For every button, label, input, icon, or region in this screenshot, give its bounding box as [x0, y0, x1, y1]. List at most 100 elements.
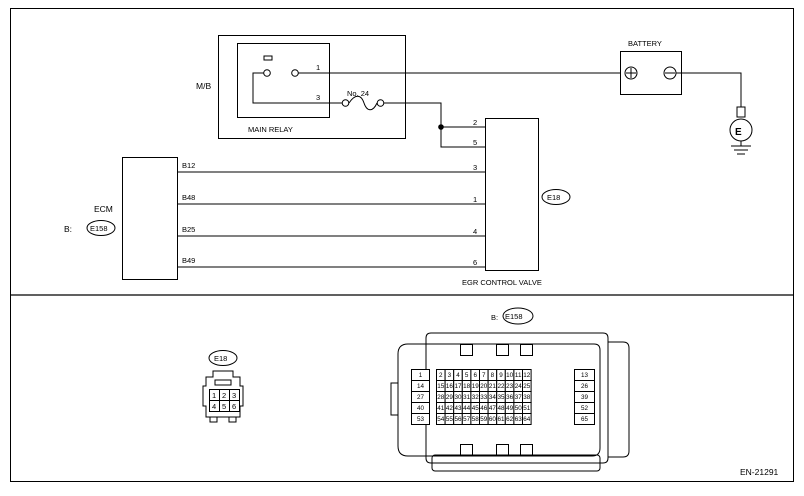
e158-pin-27: 27	[417, 394, 425, 401]
e158-pin-12: 12	[523, 372, 531, 379]
e158-pin-44: 44	[463, 405, 471, 412]
wire-splice-to-pin5	[440, 127, 485, 148]
e158-pin-53-cell	[411, 413, 430, 425]
e158-pin-52: 52	[581, 405, 589, 412]
e158-pin-65: 65	[581, 416, 589, 423]
e158-pin-62: 62	[506, 416, 514, 423]
valve-pin-5: 5	[473, 138, 477, 147]
valve-pin-2: 2	[473, 118, 477, 127]
e158-pin-47: 47	[489, 405, 497, 412]
e158-pin-50: 50	[515, 405, 523, 412]
relay-terminal-left	[263, 69, 271, 77]
e18-latch	[214, 379, 232, 386]
valve-pin-4: 4	[473, 227, 477, 236]
e158-pin-20: 20	[480, 383, 488, 390]
e158-pin-25: 25	[523, 383, 531, 390]
e158-pin-3: 3	[448, 372, 452, 379]
e158-pin-46: 46	[480, 405, 488, 412]
e158-shroud-side	[608, 341, 630, 458]
e158-pin-21: 21	[489, 383, 497, 390]
fuse-label: No. 24	[347, 89, 369, 98]
figure-code: EN-21291	[740, 467, 779, 477]
e18-pin-grid: 1 2 3 4 5 6	[209, 389, 240, 412]
ground-lug	[736, 106, 746, 118]
main-box	[218, 35, 406, 139]
egr-control-valve: 2 5 3 1 4 6 E18 EGR CONTROL VALVE	[462, 118, 571, 287]
e158-pin-61: 61	[497, 416, 505, 423]
e158-pin-64: 64	[523, 416, 531, 423]
e158-pin-42: 42	[446, 405, 454, 412]
e158-pin-58: 58	[472, 416, 480, 423]
e158-prefix: B:	[491, 313, 498, 322]
e18-pin-5: 5	[222, 402, 226, 411]
ground-symbol-text: E	[735, 127, 742, 138]
e158-pin-24: 24	[515, 383, 523, 390]
e158-pin-26: 26	[581, 383, 589, 390]
e158-pin-38: 38	[523, 394, 531, 401]
relay-pin-3: 3	[316, 93, 320, 102]
e158-badge-label: E158	[505, 312, 523, 321]
e158-pin-56: 56	[454, 416, 462, 423]
fuse-no24: No. 24	[329, 89, 385, 111]
e158-pin-10: 10	[506, 372, 514, 379]
valve-pin-6: 6	[473, 258, 477, 267]
e158-pin-28: 28	[437, 394, 445, 401]
e18-pin-1: 1	[212, 391, 216, 400]
e158-pin-32: 32	[472, 394, 480, 401]
egr-valve-box	[485, 118, 539, 271]
relay-terminal-right	[291, 69, 299, 77]
e158-pin-4: 4	[456, 372, 460, 379]
e158-key-1	[460, 344, 473, 356]
e18-badge-label: E18	[214, 354, 227, 363]
valve-conn-badge	[541, 189, 571, 205]
e158-pin-7: 7	[482, 372, 486, 379]
e158-pin-30: 30	[454, 394, 462, 401]
e18-cell-6	[229, 400, 240, 412]
e158-pin-49: 49	[506, 405, 514, 412]
e158-pin-6: 6	[473, 372, 477, 379]
relay-pin-1: 1	[316, 63, 320, 72]
e158-pin-48: 48	[497, 405, 505, 412]
e158-pin-39: 39	[581, 394, 589, 401]
e18-connector: E18 1 2 3 4 5 6	[202, 350, 244, 423]
ecm-conn-id: E158	[90, 224, 108, 233]
e158-pin-35: 35	[497, 394, 505, 401]
ground-e: E	[729, 106, 753, 155]
e158-pin-22: 22	[497, 383, 505, 390]
e158-pin-19: 19	[472, 383, 480, 390]
e158-bottom-lip	[431, 454, 601, 472]
e158-pin-14: 14	[417, 383, 425, 390]
e158-pin-41: 41	[437, 405, 445, 412]
ecm-box	[122, 157, 178, 280]
e158-pin-9: 9	[499, 372, 503, 379]
battery-plus-terminal	[624, 66, 638, 80]
e158-pin-53: 53	[417, 416, 425, 423]
e158-pin-15: 15	[437, 383, 445, 390]
e158-pin-40: 40	[417, 405, 425, 412]
fuse-terminal-left	[341, 99, 350, 107]
e158-pin-51: 51	[523, 405, 531, 412]
e18-pin-3: 3	[232, 391, 236, 400]
e158-key-6	[520, 444, 533, 456]
main-relay-box	[237, 43, 330, 118]
e158-key-4	[460, 444, 473, 456]
main-relay-label: MAIN RELAY	[248, 125, 293, 134]
e158-pin-5: 5	[465, 372, 469, 379]
e18-foot-right	[228, 416, 237, 423]
mb-label: M/B	[196, 81, 211, 91]
e158-housing	[397, 343, 601, 457]
e158-pin-65-cell	[574, 413, 595, 425]
e158-pin-55: 55	[446, 416, 454, 423]
e18-pin-6: 6	[232, 402, 236, 411]
e18-badge	[208, 350, 238, 366]
wire-fuse-to-splice	[384, 102, 442, 127]
battery-label: BATTERY	[628, 39, 662, 48]
e158-pin-13: 13	[581, 372, 589, 379]
e158-side-lock	[390, 382, 399, 416]
e18-pin-4: 4	[212, 402, 216, 411]
ecm-pin-b48: B48	[182, 193, 195, 202]
relay-int-wire-3	[252, 72, 329, 104]
